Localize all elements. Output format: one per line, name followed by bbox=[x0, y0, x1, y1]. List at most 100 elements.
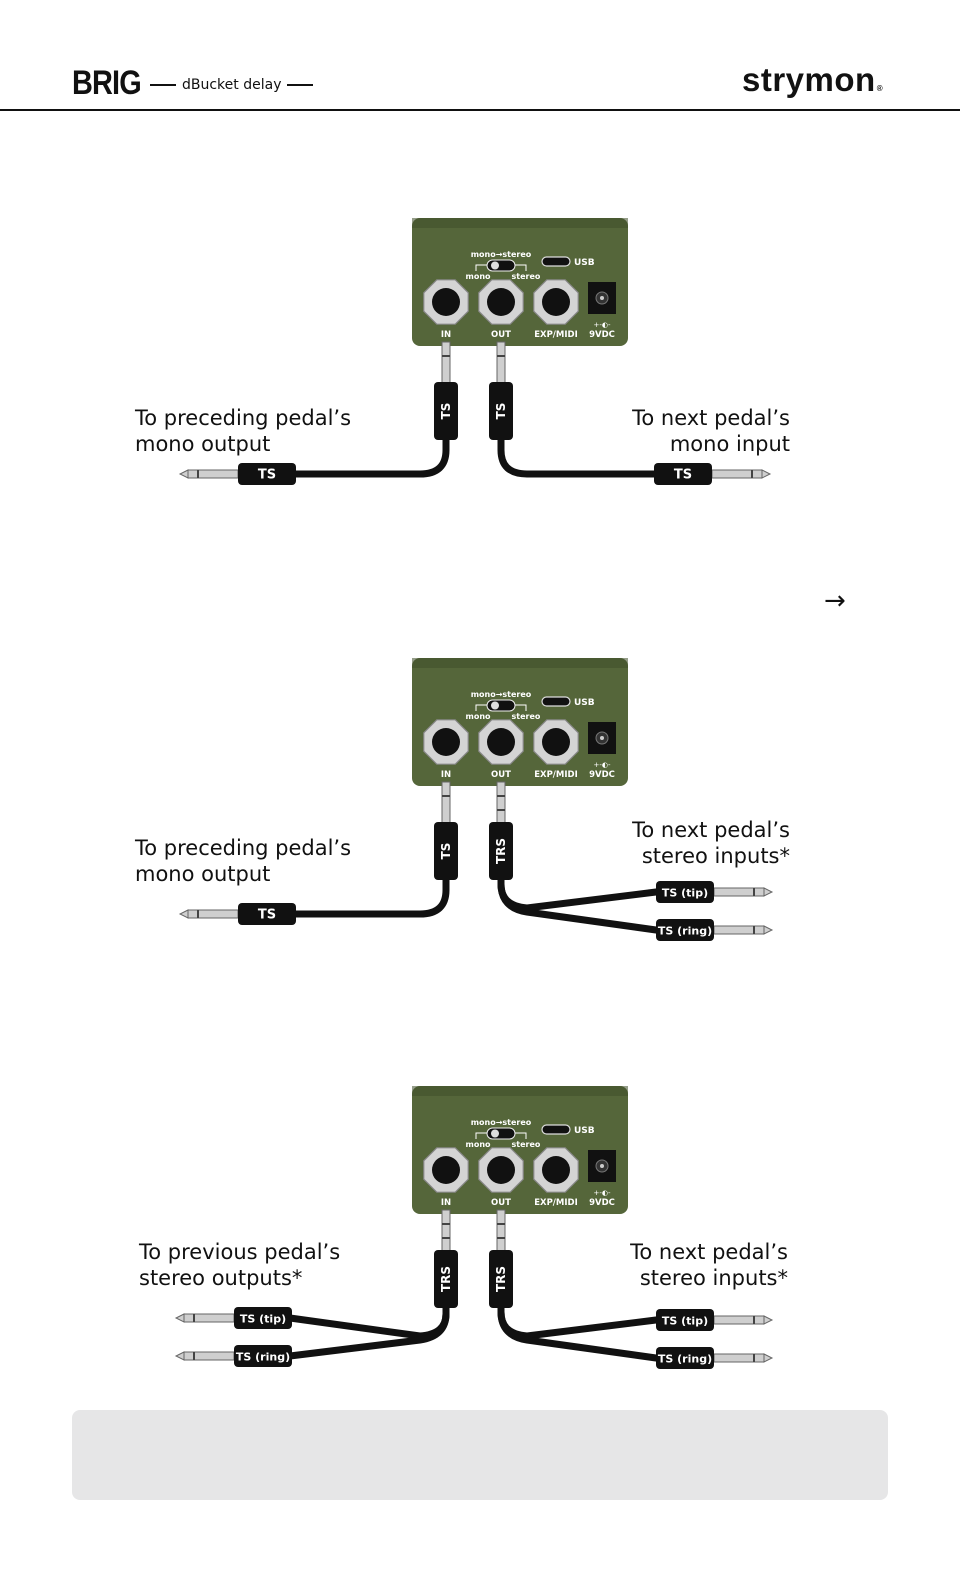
jack-hole bbox=[487, 288, 515, 316]
plug-shaft bbox=[187, 469, 239, 479]
vertical-plug: TS bbox=[489, 341, 513, 440]
plug-label: TS (tip) bbox=[662, 1315, 708, 1328]
switch-label-top: mono→stereo bbox=[471, 1118, 532, 1127]
vertical-plug: TRS bbox=[489, 781, 513, 880]
plug-label: TRS bbox=[439, 1266, 453, 1292]
plug-tip bbox=[763, 1353, 774, 1363]
cable bbox=[286, 1302, 450, 1340]
cable bbox=[497, 1302, 660, 1340]
plug-body bbox=[238, 463, 296, 485]
plug-tip bbox=[178, 909, 189, 919]
plug-label: TRS bbox=[494, 838, 508, 864]
power-jack-pin bbox=[600, 736, 604, 740]
jack-label: IN bbox=[441, 330, 451, 340]
plug-label: TS bbox=[258, 908, 276, 923]
cable bbox=[497, 874, 660, 912]
switch-label-top: mono→stereo bbox=[471, 690, 532, 699]
cable-end-plug: TS (tip) bbox=[656, 881, 774, 903]
usb-label: USB bbox=[574, 698, 595, 708]
switch-label-mono: mono bbox=[465, 272, 491, 281]
jack-label: EXP/MIDI bbox=[534, 1198, 578, 1208]
cable-end-plug: TS (ring) bbox=[174, 1345, 292, 1367]
jack-label: IN bbox=[441, 770, 451, 780]
plug-body bbox=[489, 382, 513, 440]
polarity-icon: +-◐- bbox=[593, 1189, 610, 1197]
jack-label: OUT bbox=[491, 1198, 511, 1208]
registered-mark: ® bbox=[876, 84, 884, 93]
product-subtitle: dBucket delay bbox=[150, 77, 314, 93]
jack-hole bbox=[542, 728, 570, 756]
product-name: BRIG bbox=[72, 64, 142, 102]
plug-tip bbox=[763, 925, 774, 935]
cable bbox=[292, 874, 450, 918]
cable-end-plug: TS bbox=[178, 903, 296, 925]
cable bbox=[286, 1302, 450, 1360]
header-divider bbox=[0, 109, 960, 111]
cable bbox=[497, 1302, 660, 1362]
cable-end-plug: TS (ring) bbox=[656, 1347, 774, 1369]
plug-label: TS bbox=[674, 468, 692, 483]
jack-hole bbox=[542, 1156, 570, 1184]
plug-tip bbox=[174, 1351, 185, 1361]
vertical-plug: TS bbox=[434, 341, 458, 440]
usb-port bbox=[541, 696, 571, 707]
jack-hole bbox=[487, 728, 515, 756]
power-jack-pin bbox=[600, 1164, 604, 1168]
plug-label: TS (tip) bbox=[662, 887, 708, 900]
plug-shaft bbox=[183, 1351, 235, 1361]
power-label: 9VDC bbox=[589, 1198, 615, 1208]
switch-label-stereo: stereo bbox=[512, 272, 541, 281]
cable-end-plug: TS (tip) bbox=[174, 1307, 292, 1329]
plug-body bbox=[656, 1309, 714, 1331]
cable-end-plug: TS bbox=[654, 463, 772, 485]
polarity-icon: +-◐- bbox=[593, 761, 610, 769]
plug-body bbox=[656, 881, 714, 903]
jack-hole bbox=[432, 728, 460, 756]
jack-hole bbox=[542, 288, 570, 316]
plug-shaft bbox=[713, 1315, 765, 1325]
plug-tip bbox=[763, 887, 774, 897]
pedal-edge bbox=[412, 218, 628, 228]
mode-switch-knob bbox=[491, 261, 499, 270]
cable-end-plug: TS bbox=[178, 463, 296, 485]
vertical-plug: TRS bbox=[489, 1209, 513, 1308]
plug-label: TS (ring) bbox=[658, 925, 712, 938]
plug-body bbox=[489, 1250, 513, 1308]
subtitle-rule-right bbox=[287, 84, 314, 86]
plug-body bbox=[654, 463, 712, 485]
plug-label: TS (tip) bbox=[240, 1313, 286, 1326]
plug-shaft bbox=[183, 1313, 235, 1323]
switch-label-mono: mono bbox=[465, 1140, 491, 1149]
jack-label: EXP/MIDI bbox=[534, 770, 578, 780]
jack-label: EXP/MIDI bbox=[534, 330, 578, 340]
mode-switch-knob bbox=[491, 1129, 499, 1138]
plug-label: TS bbox=[439, 403, 453, 420]
plug-body bbox=[434, 382, 458, 440]
plug-body bbox=[234, 1307, 292, 1329]
pedal-edge bbox=[412, 658, 628, 668]
plug-label: TS bbox=[494, 403, 508, 420]
strymon-logo: strymon® bbox=[742, 63, 883, 96]
polarity-icon: +-◐- bbox=[593, 321, 610, 329]
switch-label-stereo: stereo bbox=[512, 1140, 541, 1149]
plug-body bbox=[434, 1250, 458, 1308]
power-label: 9VDC bbox=[589, 770, 615, 780]
vertical-plug: TRS bbox=[434, 1209, 458, 1308]
plug-body bbox=[656, 1347, 714, 1369]
power-jack-pin bbox=[600, 296, 604, 300]
plug-tip bbox=[178, 469, 189, 479]
pedal-edge bbox=[412, 1086, 628, 1096]
subtitle-rule-left bbox=[150, 84, 176, 86]
